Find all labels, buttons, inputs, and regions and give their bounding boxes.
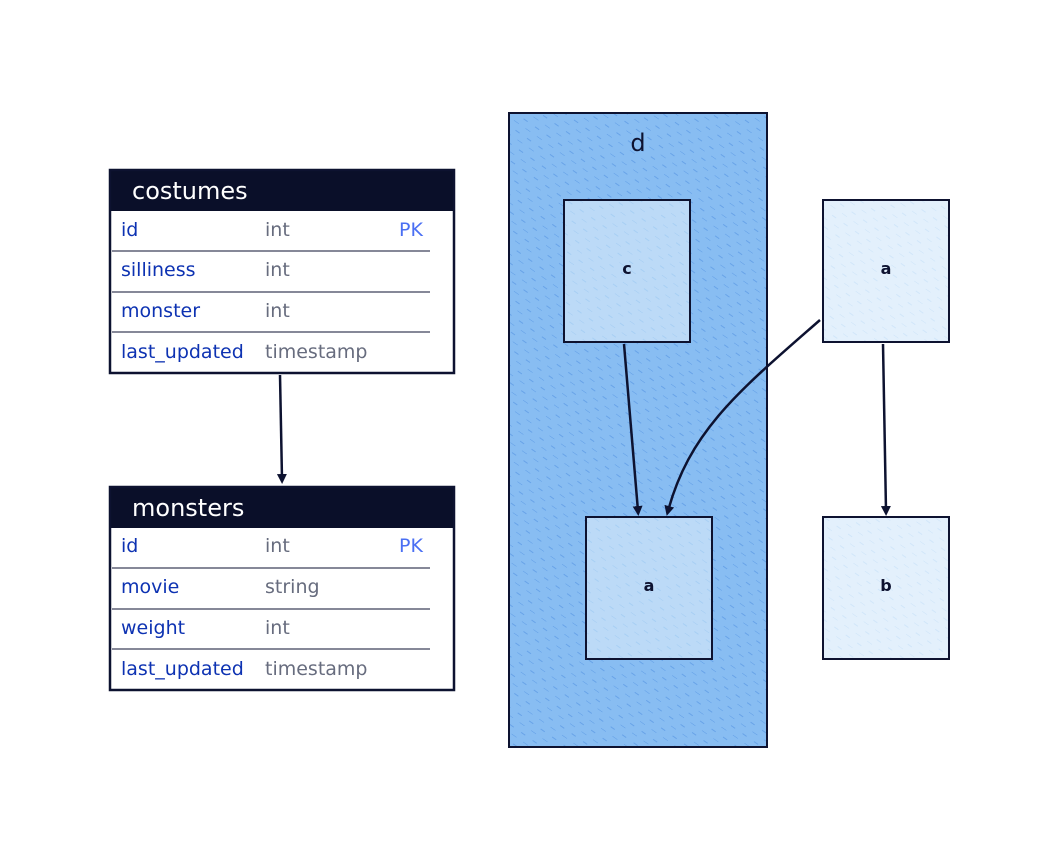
- edge-a-to-b[interactable]: [880, 343, 891, 516]
- field-name: id: [121, 219, 138, 241]
- field-name: last_updated: [121, 341, 244, 363]
- node-c-label: c: [622, 259, 631, 278]
- node-b-hatch: [823, 517, 949, 659]
- edge-c-to-d-a[interactable]: [622, 343, 643, 516]
- node-b[interactable]: b: [822, 516, 950, 660]
- node-b-border: [822, 516, 950, 660]
- table-costumes-border: [108, 168, 456, 375]
- field-name: weight: [121, 617, 185, 639]
- field-name: id: [121, 535, 138, 557]
- field-name: last_updated: [121, 658, 244, 680]
- field-name: monster: [121, 300, 200, 322]
- field-type: timestamp: [265, 658, 368, 680]
- container-label: d: [630, 129, 645, 157]
- node-b-label: b: [880, 576, 891, 595]
- container-border: [508, 112, 768, 748]
- node-a-hatch: [823, 200, 949, 342]
- edge-costumes-to-monsters[interactable]: [276, 374, 287, 484]
- table-monsters[interactable]: monsters id int PK movie string weight i…: [108, 485, 456, 692]
- field-type: timestamp: [265, 341, 368, 363]
- node-d-a-label: a: [644, 576, 655, 595]
- field-type: int: [265, 617, 290, 639]
- node-c[interactable]: c: [563, 199, 691, 343]
- table-monsters-border: [108, 485, 456, 692]
- node-c-border: [563, 199, 691, 343]
- field-type: string: [265, 576, 320, 598]
- table-costumes-title: costumes: [132, 177, 248, 205]
- node-a-label: a: [881, 259, 892, 278]
- field-type: int: [265, 300, 290, 322]
- table-monsters-title: monsters: [132, 494, 244, 522]
- field-key: PK: [399, 535, 423, 557]
- field-type: int: [265, 259, 290, 281]
- table-monsters-header: [110, 487, 454, 528]
- node-a[interactable]: a: [822, 199, 950, 343]
- node-a-border: [822, 199, 950, 343]
- field-key: PK: [399, 219, 423, 241]
- node-d-a[interactable]: a: [585, 516, 713, 660]
- table-costumes-header: [110, 170, 454, 211]
- field-name: movie: [121, 576, 179, 598]
- node-c-hatch: [564, 200, 690, 342]
- edge-a-to-d-a[interactable]: [664, 319, 821, 516]
- node-d-a-hatch: [586, 517, 712, 659]
- table-costumes[interactable]: costumes id int PK silliness int monster…: [108, 168, 456, 375]
- node-d-a-border: [585, 516, 713, 660]
- field-name: silliness: [121, 259, 196, 281]
- field-type: int: [265, 535, 290, 557]
- field-type: int: [265, 219, 290, 241]
